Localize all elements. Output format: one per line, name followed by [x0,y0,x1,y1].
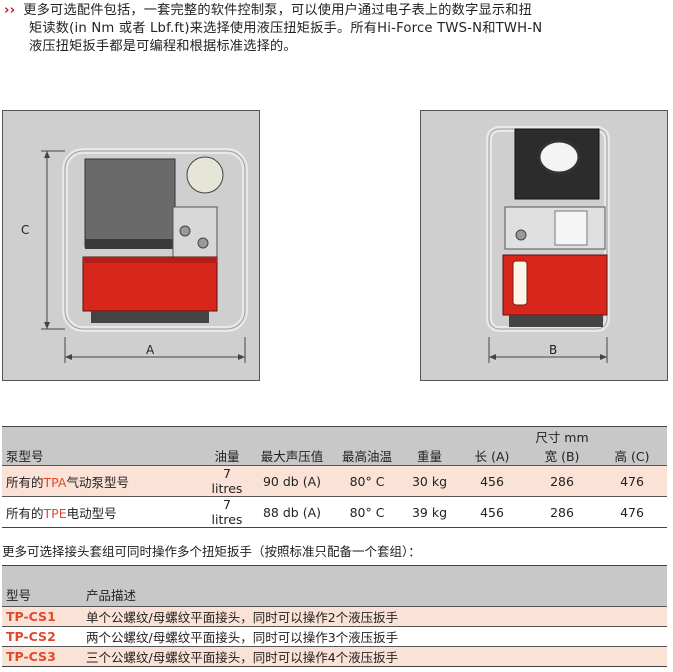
table-row: TP-CS3 三个公螺纹/母螺纹平面接头，同时可以操作4个液压扳手 [2,646,667,667]
kit-code: TP-CS2 [2,626,82,647]
header-oil-volume: 油量 [214,449,240,464]
table-row: TP-CS1 单个公螺纹/母螺纹平面接头，同时可以操作2个液压扳手 [2,606,667,627]
intro-line-1: 更多可选配件包括，一套完整的软件控制泵，可以使用户通过电子表上的数字显示和扭 [23,3,533,18]
kit-table-header-row: 型号 产品描述 [2,565,667,607]
height-cell: 476 [597,465,667,497]
unit-header: 尺寸 mm [457,426,667,446]
spec-table-unit-row: 尺寸 mm [2,426,667,446]
pump-side-view-image [3,111,259,380]
connector-kit-table: 型号 产品描述 TP-CS1 单个公螺纹/母螺纹平面接头，同时可以操作2个液压扳… [2,565,667,667]
table-row: 所有的TPE电动型号 7 litres 88 db (A) 80° C 39 k… [2,496,667,528]
header-height-c: 高 (C) [614,449,650,464]
dimension-label-b: B [549,343,558,357]
length-cell: 456 [457,465,527,497]
bullet-chevron-icon: ›› [4,3,16,18]
height-cell: 476 [597,496,667,528]
weight-cell: 30 kg [402,465,457,497]
header-model: 型号 [2,565,82,607]
kit-description: 单个公螺纹/母螺纹平面接头，同时可以操作2个液压扳手 [82,606,667,627]
model-code: TPE [43,505,67,521]
intro-line-3: 液压扭矩扳手都是可编程和根据标准选择的。 [29,39,297,54]
kit-code: TP-CS3 [2,646,82,667]
header-description: 产品描述 [82,565,667,607]
pump-front-view-figure: B [420,110,668,381]
kit-code: TP-CS1 [2,606,82,627]
pump-model-cell: 所有的TPA气动泵型号 [2,465,202,497]
kit-description: 两个公螺纹/母螺纹平面接头，同时可以操作3个液压扳手 [82,626,667,647]
dimension-label-a: A [146,343,155,357]
model-suffix: 电动型号 [66,505,117,521]
table-row: 所有的TPA气动泵型号 7 litres 90 db (A) 80° C 30 … [2,465,667,497]
oil-cell: 7 litres [202,496,252,528]
oil-cell: 7 litres [202,465,252,497]
table-row: TP-CS2 两个公螺纹/母螺纹平面接头，同时可以操作3个液压扳手 [2,626,667,647]
temp-cell: 80° C [332,496,402,528]
width-cell: 286 [527,496,597,528]
intro-line-2: 矩读数(in Nm 或者 Lbf.ft)来选择使用液压扭矩扳手。所有Hi-For… [29,21,543,36]
model-suffix: 气动泵型号 [66,474,129,490]
header-pump-model: 泵型号 [6,449,44,464]
pump-front-view-image [421,111,667,380]
model-prefix: 所有的 [6,505,44,521]
weight-cell: 39 kg [402,496,457,528]
noise-cell: 90 db (A) [252,465,332,497]
model-code: TPA [43,474,67,490]
pump-model-cell: 所有的TPE电动型号 [2,496,202,528]
length-cell: 456 [457,496,527,528]
header-length-a: 长 (A) [474,449,510,464]
kit-description: 三个公螺纹/母螺纹平面接头，同时可以操作4个液压扳手 [82,646,667,667]
spec-table-header-row: 泵型号 油量 最大声压值 最高油温 重量 长 (A) 宽 (B) 高 (C) [2,446,667,466]
width-cell: 286 [527,465,597,497]
header-max-temp: 最高油温 [341,449,392,464]
dimension-label-c: C [21,223,30,237]
pump-spec-table: 尺寸 mm 泵型号 油量 最大声压值 最高油温 重量 长 (A) 宽 (B) 高… [2,426,667,528]
noise-cell: 88 db (A) [252,496,332,528]
header-weight: 重量 [416,449,442,464]
intro-paragraph: ›› 更多可选配件包括，一套完整的软件控制泵，可以使用户通过电子表上的数字显示和扭… [4,2,668,56]
header-width-b: 宽 (B) [544,449,580,464]
model-prefix: 所有的 [6,474,44,490]
temp-cell: 80° C [332,465,402,497]
header-noise: 最大声压值 [260,449,324,464]
pump-side-view-figure: C A [2,110,260,381]
kit-subtitle: 更多可选择接头套组可同时操作多个扭矩扳手（按照标准只配备一个套组）： [2,544,421,559]
